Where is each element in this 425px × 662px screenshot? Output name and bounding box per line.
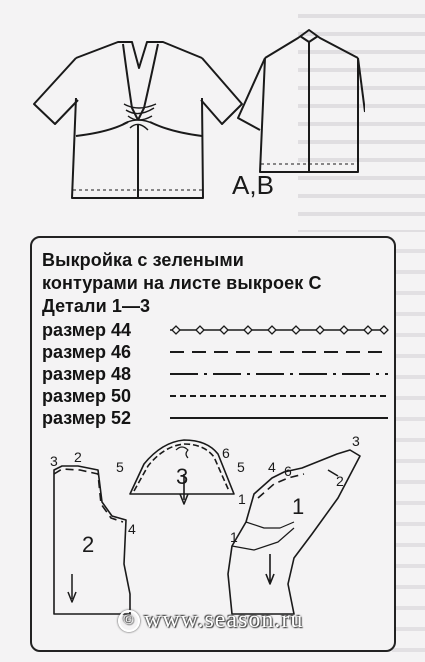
front-view-sketch bbox=[33, 41, 243, 199]
notch-label-3: 3 bbox=[50, 453, 58, 469]
background-page-text-lower bbox=[392, 232, 425, 662]
detail-number-1: 1 bbox=[292, 494, 304, 519]
detail-number-2: 2 bbox=[82, 532, 94, 557]
size-label: размер 52 bbox=[42, 408, 132, 428]
notch-label-2: 2 bbox=[74, 449, 82, 465]
line-style-dash-dot bbox=[170, 373, 388, 375]
notch-label-4: 4 bbox=[128, 521, 136, 537]
size-row-48: размер 48 bbox=[42, 364, 388, 384]
notch-label-1: 1 bbox=[230, 529, 238, 545]
notch-label-5: 5 bbox=[116, 459, 124, 475]
line-style-solid bbox=[170, 417, 388, 419]
garment-sketches bbox=[33, 29, 365, 199]
notch-label-4: 4 bbox=[268, 459, 276, 475]
pattern-pieces-diagram: 3 2 2 4 5 3 6 5 4 6 3 2 1 1 1 bbox=[50, 433, 361, 615]
notch-label-2: 2 bbox=[336, 473, 344, 489]
instruction-line-1: Выкройка с зелеными bbox=[42, 250, 244, 270]
notch-label-6: 6 bbox=[222, 445, 230, 461]
back-view-sketch bbox=[237, 29, 365, 173]
copyright-icon: © bbox=[118, 610, 140, 632]
instruction-line-2: контурами на листе выкроек С bbox=[42, 273, 322, 293]
size-label: размер 46 bbox=[42, 342, 132, 362]
detail-number-3: 3 bbox=[176, 464, 188, 489]
size-row-44: размер 44 bbox=[42, 320, 389, 340]
notch-label-5: 5 bbox=[237, 459, 245, 475]
size-row-46: размер 46 bbox=[42, 342, 388, 362]
line-style-diamond-dot bbox=[170, 325, 389, 335]
detail-1-front-piece bbox=[227, 449, 361, 615]
pattern-info-panel: Выкройка с зелеными контурами на листе в… bbox=[30, 236, 396, 652]
line-style-short-dash bbox=[170, 395, 388, 397]
notch-label-3: 3 bbox=[352, 433, 360, 449]
detail-2-back-piece bbox=[53, 465, 131, 615]
size-row-50: размер 50 bbox=[42, 386, 388, 406]
size-label: размер 48 bbox=[42, 364, 132, 384]
notch-label-1: 1 bbox=[238, 491, 246, 507]
detail-3-sleeve-piece bbox=[129, 439, 235, 505]
watermark-url: www.season.ru bbox=[144, 607, 304, 633]
size-label: размер 50 bbox=[42, 386, 132, 406]
instruction-line-3: Детали 1—3 bbox=[42, 296, 151, 316]
line-style-long-dash bbox=[170, 351, 388, 353]
size-label: размер 44 bbox=[42, 320, 132, 340]
model-letters: A,B bbox=[232, 170, 274, 200]
notch-label-6: 6 bbox=[284, 463, 292, 479]
size-row-52: размер 52 bbox=[42, 408, 388, 428]
watermark: ©www.season.ru bbox=[118, 607, 303, 634]
